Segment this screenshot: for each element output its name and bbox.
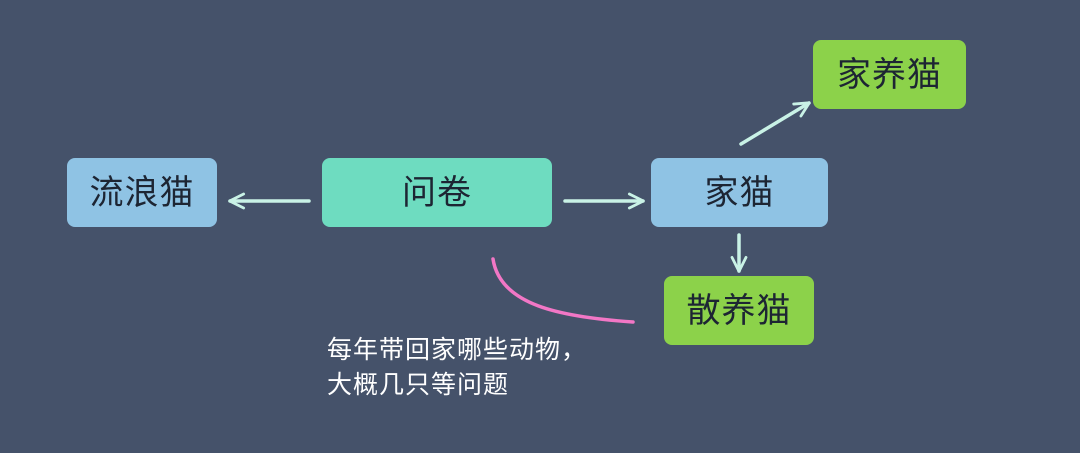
node-outdoor-cat: 散养猫 [664, 276, 814, 345]
node-stray-cat: 流浪猫 [67, 158, 217, 227]
node-questionnaire: 问卷 [322, 158, 552, 227]
annotation-line-2: 大概几只等问题 [327, 370, 510, 399]
node-domestic-cat: 家猫 [651, 158, 828, 227]
callout-curve [491, 257, 635, 324]
annotation-note: 每年带回家哪些动物， 大概几只等问题 [327, 332, 667, 402]
arrow-domestic-to-indoor [739, 101, 811, 146]
node-indoor-cat: 家养猫 [813, 40, 966, 109]
annotation-line-1: 每年带回家哪些动物， [327, 335, 588, 364]
